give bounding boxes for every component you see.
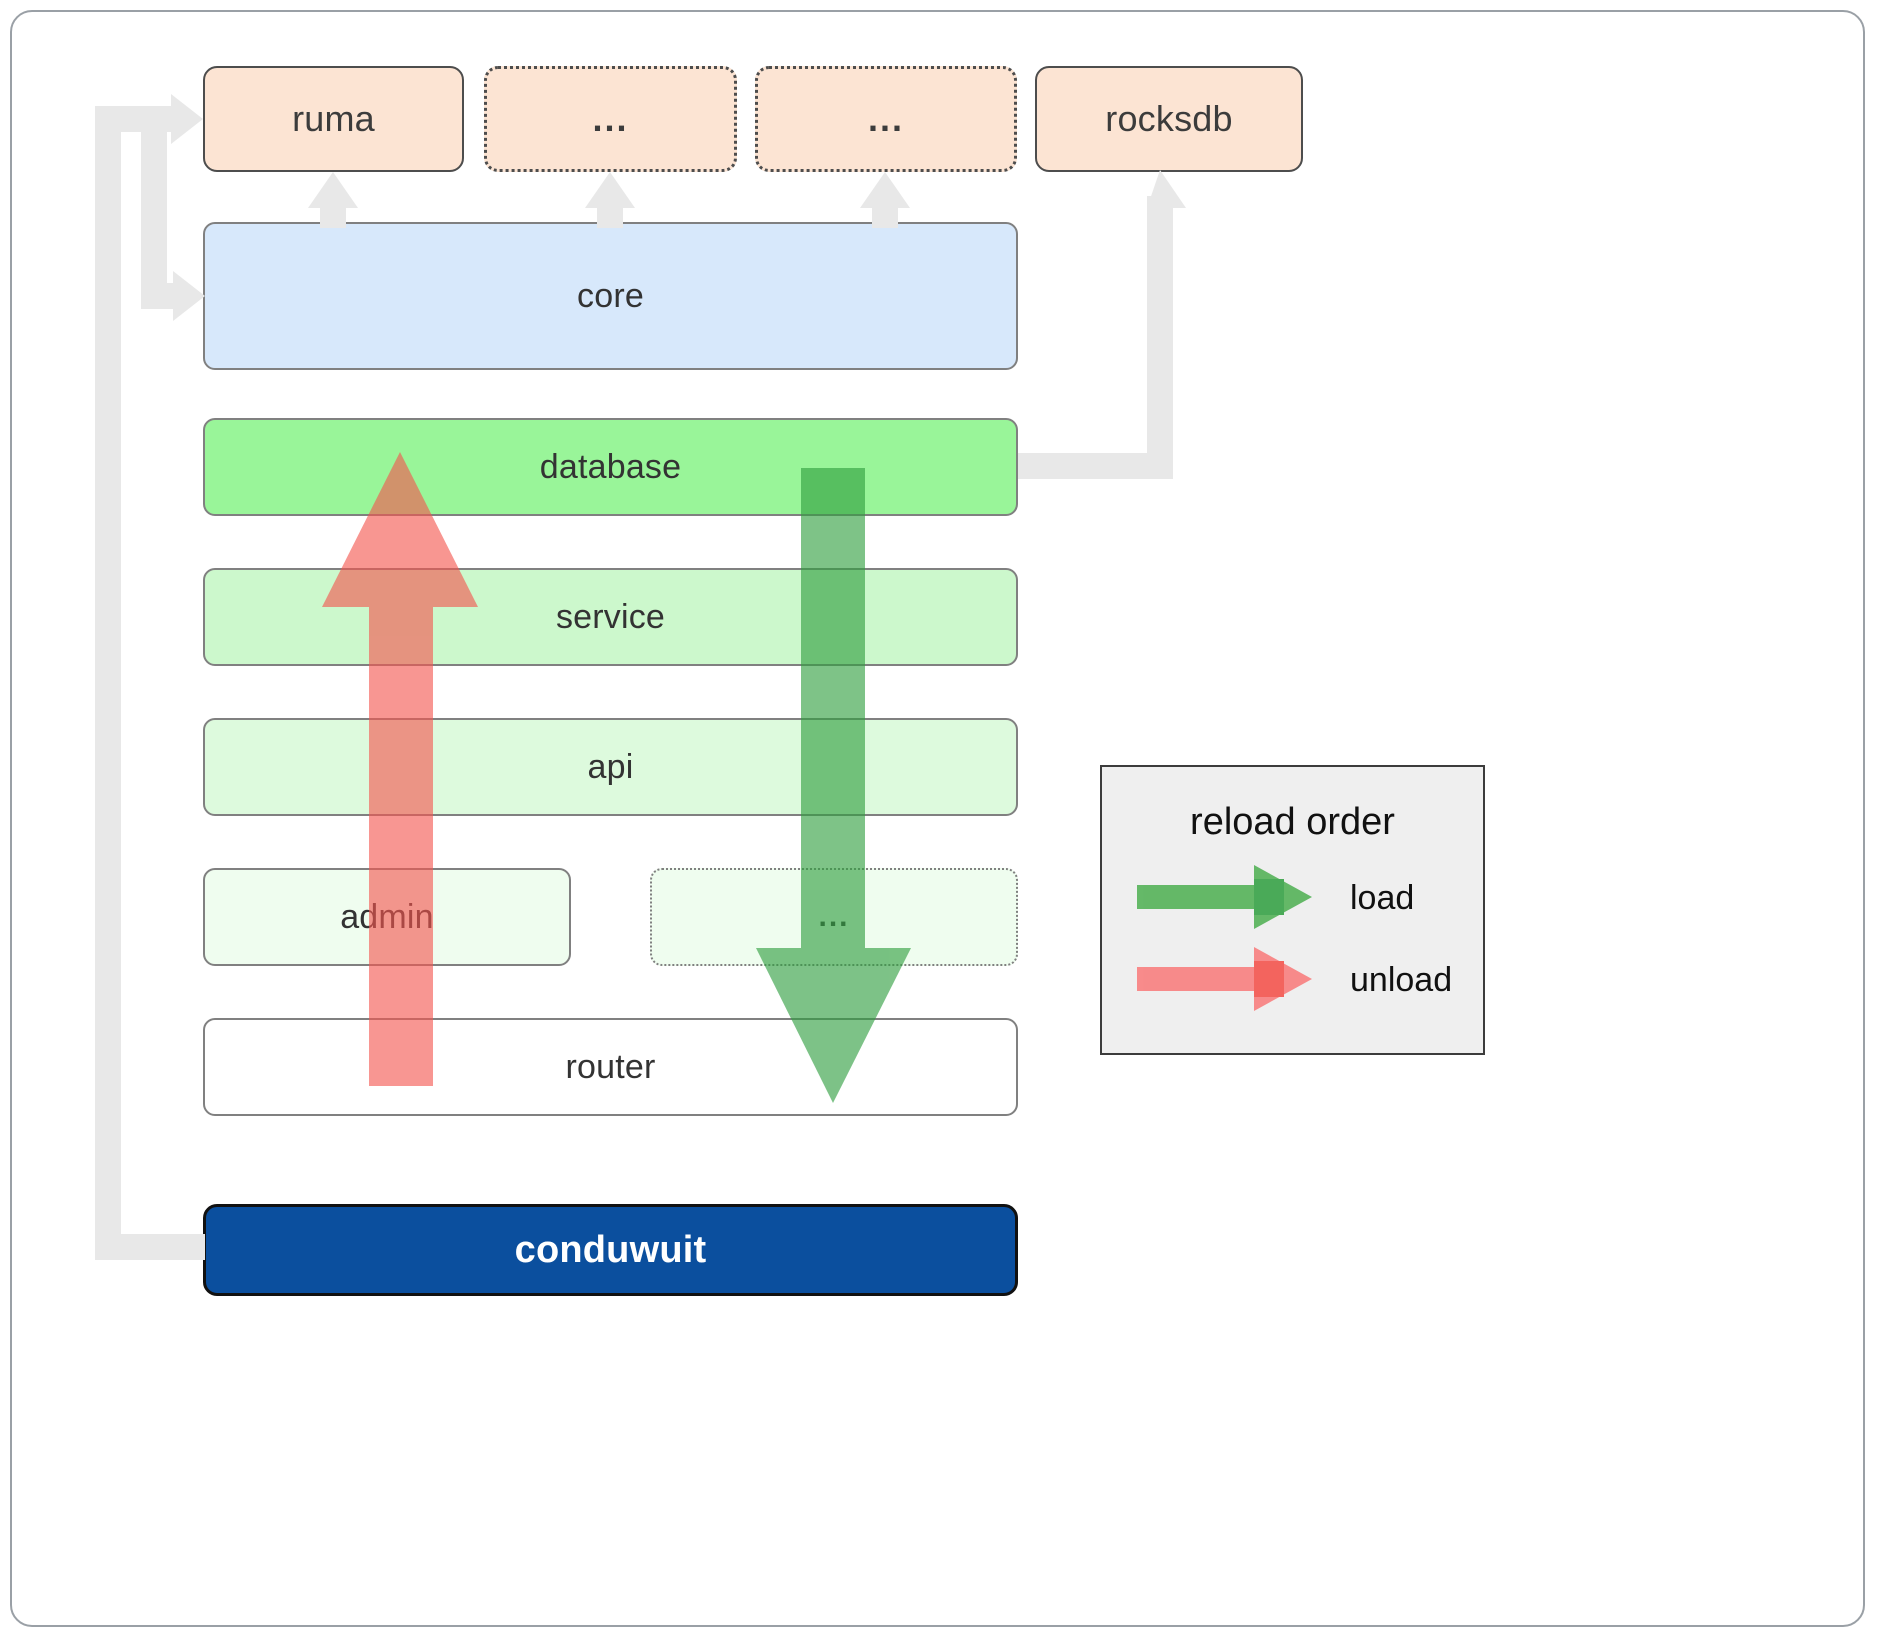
layer-box-more[interactable]: ... xyxy=(650,868,1018,966)
dependency-label: ruma xyxy=(292,98,375,139)
legend-load-arrow-icon xyxy=(1137,865,1312,929)
root-label: conduwuit xyxy=(514,1229,707,1271)
dependency-label: ... xyxy=(592,98,629,139)
legend-title: reload order xyxy=(1190,801,1395,843)
root-box-conduwuit[interactable]: conduwuit xyxy=(203,1204,1018,1296)
legend-label-load: load xyxy=(1350,879,1415,917)
layer-box-service[interactable]: service xyxy=(203,568,1018,666)
core-label: core xyxy=(577,277,644,315)
dependency-box-more-1[interactable]: ... xyxy=(484,66,737,172)
layer-label: router xyxy=(565,1048,656,1086)
layer-label: admin xyxy=(340,898,434,936)
dependency-box-ruma[interactable]: ruma xyxy=(203,66,464,172)
layer-label: service xyxy=(555,598,666,636)
dependency-label: ... xyxy=(867,98,904,139)
layer-label: ... xyxy=(818,900,850,933)
legend-arrows xyxy=(1137,865,1312,1011)
layer-box-database[interactable]: database xyxy=(203,418,1018,516)
layer-box-api[interactable]: api xyxy=(203,718,1018,816)
layer-label: database xyxy=(539,448,682,486)
legend-panel: reload order load unload xyxy=(1100,765,1485,1055)
layer-box-router[interactable]: router xyxy=(203,1018,1018,1116)
legend-unload-arrow-icon xyxy=(1137,947,1312,1011)
dependency-box-more-2[interactable]: ... xyxy=(755,66,1017,172)
layer-box-admin[interactable]: admin xyxy=(203,868,571,966)
dependency-box-rocksdb[interactable]: rocksdb xyxy=(1035,66,1303,172)
dependency-label: rocksdb xyxy=(1105,98,1233,139)
legend-label-unload: unload xyxy=(1350,961,1453,999)
layer-label: api xyxy=(587,748,634,786)
core-box[interactable]: core xyxy=(203,222,1018,370)
